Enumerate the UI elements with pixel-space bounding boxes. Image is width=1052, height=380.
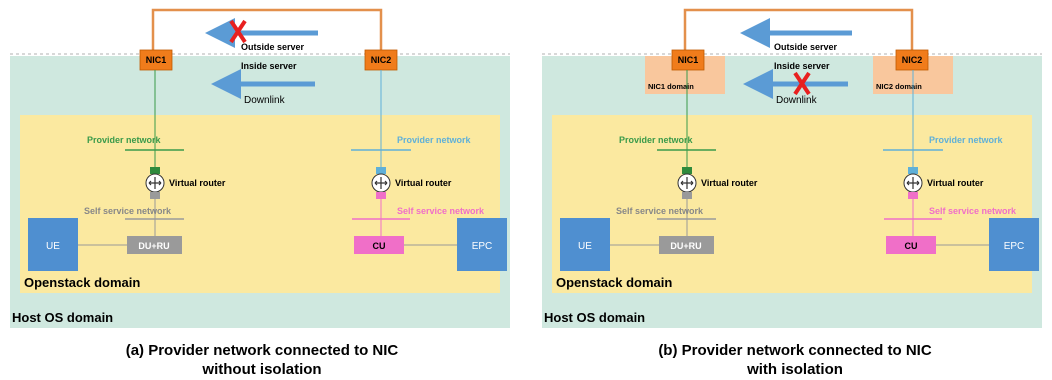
nic1-label: NIC1: [678, 55, 699, 65]
du-ru-label: DU+RU: [138, 241, 169, 251]
openstack-domain-label: Openstack domain: [556, 275, 672, 290]
self-service-right-label: Self service network: [397, 206, 485, 216]
router-port-pink: [908, 192, 918, 199]
host-os-domain-label: Host OS domain: [544, 310, 645, 325]
openstack-domain: [20, 115, 500, 293]
openstack-domain: [552, 115, 1032, 293]
nic-cable: [683, 8, 914, 50]
epc-box: [457, 218, 507, 271]
provider-network-left-label: Provider network: [619, 135, 694, 145]
router-port-pink: [376, 192, 386, 199]
router-port-blue: [908, 167, 918, 174]
blocked-cross-icon: [229, 19, 247, 44]
openstack-domain-label: Openstack domain: [24, 275, 140, 290]
provider-network-right-label: Provider network: [929, 135, 1004, 145]
virtual-router-right-label: Virtual router: [927, 178, 984, 188]
nic2-label: NIC2: [902, 55, 923, 65]
panel-a: NIC1 NIC2 Outside server Inside server D…: [10, 8, 510, 378]
du-ru-label: DU+RU: [670, 241, 701, 251]
virtual-router-right-icon: [903, 173, 923, 193]
ue-label: UE: [578, 241, 592, 252]
virtual-router-right-icon: [371, 173, 391, 193]
nic2-label: NIC2: [371, 55, 392, 65]
du-ru-box: [127, 236, 182, 254]
ue-box: [560, 218, 610, 271]
provider-network-left-label: Provider network: [87, 135, 162, 145]
downlink-label: Downlink: [244, 95, 286, 106]
epc-label: EPC: [472, 241, 493, 252]
self-service-right-label: Self service network: [929, 206, 1017, 216]
cu-label: CU: [373, 241, 386, 251]
inside-server-label: Inside server: [241, 61, 297, 71]
router-port-green: [150, 167, 160, 174]
nic1-label: NIC1: [146, 55, 167, 65]
router-port-gray: [682, 192, 692, 199]
caption-b-line1: (b) Provider network connected to NIC: [658, 342, 932, 359]
cu-box: [886, 236, 936, 254]
nic1-domain-label: NIC1 domain: [648, 82, 694, 91]
epc-box: [989, 218, 1039, 271]
virtual-router-right-label: Virtual router: [395, 178, 452, 188]
blocked-cross-icon: [793, 71, 811, 96]
self-service-left-label: Self service network: [616, 206, 704, 216]
caption-a-line1: (a) Provider network connected to NIC: [126, 342, 399, 359]
ue-box: [28, 218, 78, 271]
nic1-box: [671, 49, 705, 71]
router-port-blue: [376, 167, 386, 174]
nic1-box: [139, 49, 173, 71]
caption-a-line2: without isolation: [201, 361, 321, 378]
panel-b: NIC1 domain NIC2 domain NIC1 NIC2 Outsid…: [542, 8, 1042, 378]
outside-server-label: Outside server: [241, 42, 305, 52]
cu-label: CU: [905, 241, 918, 251]
downlink-label: Downlink: [776, 95, 818, 106]
provider-network-right-label: Provider network: [397, 135, 472, 145]
host-os-domain-label: Host OS domain: [12, 310, 113, 325]
cu-box: [354, 236, 404, 254]
inside-server-label: Inside server: [774, 61, 830, 71]
ue-label: UE: [46, 241, 60, 252]
router-port-gray: [150, 192, 160, 199]
router-port-green: [682, 167, 692, 174]
du-ru-box: [659, 236, 714, 254]
outside-server-label: Outside server: [774, 42, 838, 52]
nic2-box: [895, 49, 929, 71]
virtual-router-left-label: Virtual router: [701, 178, 758, 188]
virtual-router-left-icon: [145, 173, 165, 193]
virtual-router-left-icon: [677, 173, 697, 193]
self-service-left-label: Self service network: [84, 206, 172, 216]
caption-b-line2: with isolation: [746, 361, 843, 378]
nic2-domain-label: NIC2 domain: [876, 82, 922, 91]
epc-label: EPC: [1004, 241, 1025, 252]
nic-cable: [151, 8, 383, 50]
virtual-router-left-label: Virtual router: [169, 178, 226, 188]
